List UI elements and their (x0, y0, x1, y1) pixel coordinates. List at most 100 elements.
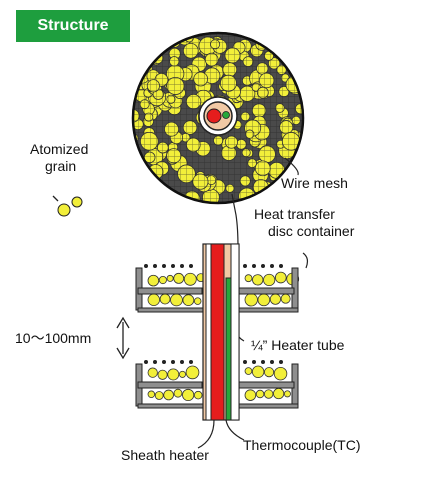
grain (133, 183, 151, 202)
grain (274, 271, 287, 284)
rim-dot (261, 264, 265, 268)
wire-mesh-label: Wire mesh (281, 175, 348, 191)
grain (133, 58, 142, 70)
grain (133, 60, 141, 76)
grain (185, 365, 200, 380)
grain (139, 175, 154, 190)
grain (139, 33, 154, 44)
grain (269, 293, 281, 305)
rim-dot (189, 264, 193, 268)
thermocouple-label: Thermocouple(TC) (243, 437, 361, 453)
rim-dot (153, 360, 157, 364)
grain (244, 367, 253, 375)
grain (283, 43, 295, 55)
grain (148, 47, 160, 59)
grain (147, 293, 160, 306)
grain (261, 196, 272, 203)
rim-dot (252, 360, 256, 364)
grain (193, 390, 203, 400)
grain (173, 272, 185, 284)
grain (158, 275, 167, 285)
grain (133, 191, 142, 203)
grain (147, 390, 156, 399)
rim-dot (270, 264, 274, 268)
grain (166, 274, 174, 282)
rim-dot (171, 264, 175, 268)
grain (147, 367, 158, 378)
rim-dot (162, 264, 166, 268)
grain (273, 388, 285, 400)
grain (255, 389, 265, 399)
rim-dot (180, 360, 184, 364)
grain (252, 274, 264, 286)
rim-dot (180, 264, 184, 268)
rim-dot (162, 360, 166, 364)
grain (283, 390, 291, 398)
thermocouple-rod (225, 277, 232, 421)
rim-dot (153, 264, 157, 268)
sheath-heater-label: Sheath heater (121, 447, 209, 463)
grain (284, 56, 295, 67)
grain (280, 293, 291, 304)
grain (147, 33, 164, 44)
thermocouple-dot (222, 111, 230, 119)
grain (244, 293, 258, 307)
rim-dot (144, 264, 148, 268)
heat-transfer-label-line2: disc container (268, 223, 355, 239)
grain (183, 272, 197, 286)
sheath-heater-dot (206, 108, 222, 124)
dimension-label: 10～100mm (15, 330, 92, 346)
dimension-arrow (116, 316, 130, 360)
grain (141, 39, 153, 50)
grain (133, 160, 143, 174)
rim-dot (243, 360, 247, 364)
grain (173, 388, 183, 398)
grain (257, 293, 271, 307)
grain (289, 38, 303, 56)
atomized-grain-label-line1: Atomized (30, 141, 89, 157)
grain (295, 73, 303, 83)
grain (251, 365, 265, 378)
grain (264, 367, 275, 378)
grain (263, 389, 274, 399)
rim-dot (279, 360, 283, 364)
grain (279, 44, 293, 58)
grain (298, 33, 303, 40)
heater-tube-cross-section (198, 96, 238, 136)
grain (182, 294, 195, 307)
grain (244, 274, 253, 283)
grain (159, 293, 171, 305)
rim-dot (144, 360, 148, 364)
grain (163, 389, 174, 401)
grain (244, 389, 257, 401)
grain (133, 154, 142, 169)
grain (170, 293, 183, 307)
grain (182, 388, 195, 402)
grain (157, 39, 169, 51)
grain (147, 274, 160, 287)
grain (140, 184, 153, 197)
grain (263, 273, 276, 287)
atomized-grain-label-line2: grain (45, 158, 77, 174)
sheath-heater-rod (210, 243, 225, 421)
rim-dot (261, 360, 265, 364)
grain (178, 370, 186, 378)
rim-dot (279, 264, 283, 268)
atomized-grain-sample (52, 195, 83, 217)
grain (152, 33, 171, 43)
heater-tube-label: ¼” Heater tube (251, 337, 345, 353)
rim-dot (171, 360, 175, 364)
vertical-heater-tube (202, 243, 240, 421)
rim-dot (252, 264, 256, 268)
rim-dot (243, 264, 247, 268)
grain (133, 62, 143, 81)
rim-dot (189, 360, 193, 364)
section-title-badge: Structure (16, 10, 130, 42)
grain (154, 391, 164, 400)
heat-transfer-label-line1: Heat transfer (254, 206, 335, 222)
grain (157, 369, 168, 380)
grain (174, 33, 188, 40)
grain (145, 178, 162, 194)
